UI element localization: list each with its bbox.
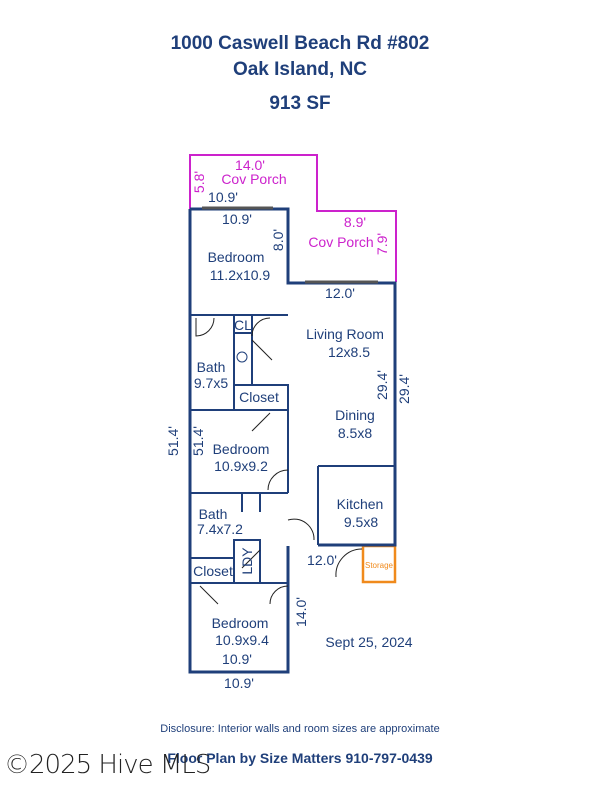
- water-heater-icon: [236, 351, 248, 363]
- kitchen-offset-dim: 12.0': [307, 552, 337, 568]
- bottom-width-dim: 10.9': [224, 675, 254, 691]
- overall-length: 51.4': [165, 426, 181, 456]
- plan-date: Sept 25, 2024: [325, 634, 412, 650]
- porch1-depth: 5.8': [191, 171, 207, 193]
- disclosure: Disclosure: Interior walls and room size…: [160, 723, 440, 735]
- kitchen-label: Kitchen: [337, 496, 384, 512]
- cl-label: CL: [234, 317, 252, 333]
- porch-outline: [189, 154, 397, 282]
- door-swings: [195, 317, 363, 605]
- square-footage: 913 SF: [269, 93, 331, 114]
- living-size: 12x8.5: [328, 344, 370, 360]
- living-label: Living Room: [306, 326, 384, 342]
- address-line-2: Oak Island, NC: [232, 59, 368, 80]
- right-outer-dim: 29.4': [396, 374, 412, 404]
- porch1-label: Cov Porch: [221, 171, 286, 187]
- bedroom3-size: 10.9x9.4: [215, 632, 269, 648]
- bath2-label: Bath: [199, 506, 228, 522]
- bedroom3-label: Bedroom: [212, 615, 269, 631]
- closet1-label: Closet: [239, 389, 279, 405]
- porch2-depth: 7.9': [374, 233, 390, 255]
- porch1-width: 14.0': [235, 157, 265, 173]
- storage-label: Storage: [365, 561, 394, 570]
- kitchen-size: 9.5x8: [344, 514, 378, 530]
- dining-size: 8.5x8: [338, 425, 372, 441]
- lower-side-dim: 14.0': [293, 597, 309, 627]
- bedroom3-inner-width: 10.9': [222, 651, 252, 667]
- inner-length: 51.4': [190, 426, 206, 456]
- bedroom1-label: Bedroom: [208, 249, 265, 265]
- living-width: 12.0': [325, 285, 355, 301]
- right-inner-dim: 29.4': [374, 370, 390, 400]
- bedroom1-size: 11.2x10.9: [210, 267, 271, 283]
- bath1-label: Bath: [197, 359, 226, 375]
- exterior-wall: [188, 209, 290, 674]
- interior-walls: [190, 314, 395, 584]
- bedroom2-size: 10.9x9.2: [214, 458, 268, 474]
- dining-label: Dining: [335, 407, 375, 423]
- credit: Floor Plan by Size Matters 910-797-0439: [167, 750, 433, 766]
- bath1-size: 9.7x5: [194, 375, 228, 391]
- bedroom1-width: 10.9': [222, 211, 252, 227]
- bedroom1-depth: 8.0': [270, 229, 286, 251]
- watermark: ©2025 Hive MLS: [4, 750, 211, 780]
- porch2-label: Cov Porch: [308, 234, 373, 250]
- address-line-1: 1000 Caswell Beach Rd #802: [170, 33, 430, 54]
- bath2-size: 7.4x7.2: [197, 521, 243, 537]
- closet2-label: Closet: [193, 563, 233, 579]
- porch1-door-width: 10.9': [208, 189, 238, 205]
- porch2-width: 8.9': [344, 214, 366, 230]
- ldy-label: LDY: [239, 547, 255, 575]
- bedroom2-label: Bedroom: [213, 441, 270, 457]
